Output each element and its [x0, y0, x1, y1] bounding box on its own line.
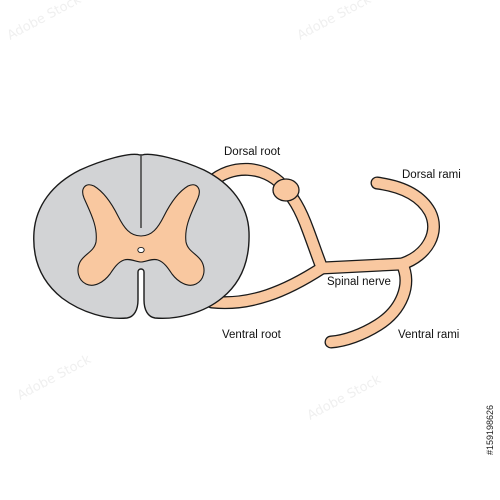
dorsal-rami — [371, 177, 439, 270]
watermark-text: Adobe Stock — [5, 0, 84, 44]
watermark-text: Adobe Stock — [295, 0, 374, 44]
nerve-pathways — [203, 162, 440, 349]
dorsal-root-ganglion — [272, 178, 300, 202]
watermark-text: Adobe Stock — [15, 352, 94, 404]
label-dorsal-rami: Dorsal rami — [402, 169, 461, 181]
central-canal — [137, 246, 145, 254]
label-spinal-nerve: Spinal nerve — [327, 276, 391, 288]
stock-image-id: #159198626 — [485, 405, 495, 455]
spinal-nerve — [316, 258, 408, 274]
label-ventral-rami: Ventral rami — [398, 329, 459, 341]
grey-matter — [77, 184, 205, 286]
label-ventral-root: Ventral root — [222, 329, 282, 341]
spinal-cord-cross-section — [33, 153, 250, 320]
ventral-rami — [325, 258, 411, 348]
ventral-root — [206, 262, 328, 308]
watermark-text: Adobe Stock — [305, 372, 384, 424]
label-dorsal-root: Dorsal root — [224, 146, 281, 158]
labels: Dorsal root Dorsal rami Spinal nerve Ven… — [222, 146, 461, 341]
